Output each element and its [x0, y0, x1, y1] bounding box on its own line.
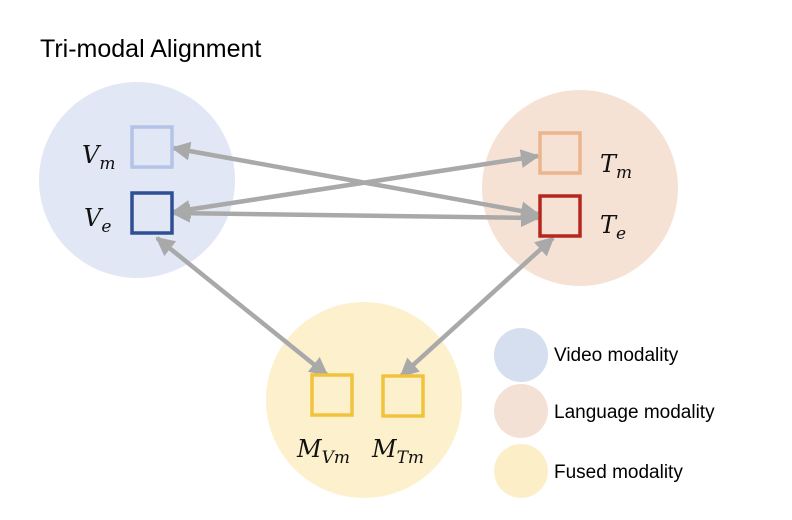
tm-embedding-box [538, 131, 582, 175]
language-modality-circle [482, 90, 678, 286]
mvm-embedding-box [310, 373, 354, 417]
legend: Video modality Language modality Fused m… [494, 328, 715, 498]
vm-embedding-box [130, 125, 174, 169]
video-modality-circle [39, 82, 235, 278]
arrow-te-mtm [399, 236, 555, 378]
ve-embedding-box [130, 191, 174, 235]
arrow-ve-tm [171, 149, 540, 219]
legend-fused-swatch [494, 444, 548, 498]
legend-video-label: Video modality [554, 345, 679, 366]
te-embedding-box [538, 194, 582, 238]
legend-fused-label: Fused modality [554, 462, 683, 483]
legend-language-label: Language modality [554, 402, 715, 423]
arrow-ve-te [171, 203, 540, 228]
legend-video-swatch [494, 328, 548, 382]
ve-label: Ve [84, 204, 111, 237]
mtm-embedding-box [381, 374, 425, 418]
mvm-label: MVm [296, 435, 350, 468]
vm-label: Vm [82, 141, 115, 174]
tm-label: Tm [600, 150, 632, 183]
diagram-title: Tri-modal Alignment [40, 35, 261, 63]
te-label: Te [600, 211, 626, 244]
fused-modality-circle [266, 302, 462, 498]
mtm-label: MTm [371, 435, 424, 468]
alignment-arrows [155, 141, 555, 378]
legend-language-swatch [494, 384, 548, 438]
arrow-ve-mvm [155, 236, 329, 377]
